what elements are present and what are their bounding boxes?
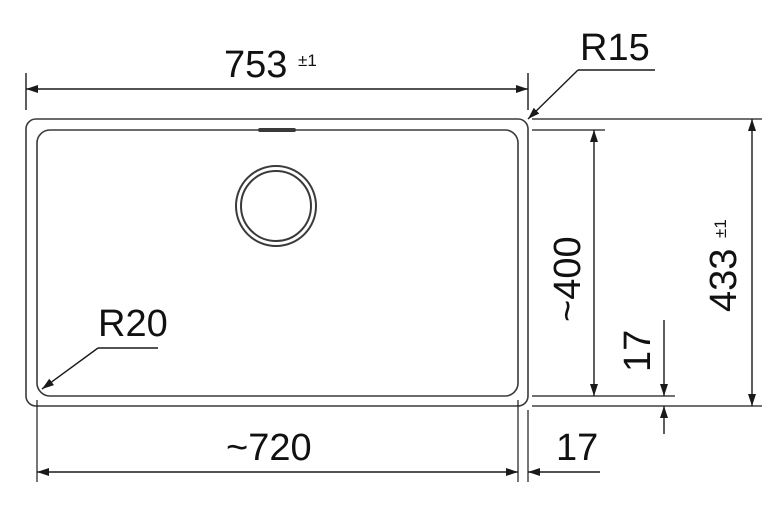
overall-width-tolerance: ±1 (298, 51, 317, 70)
side-rim-value: 17 (556, 427, 598, 469)
inner-corner-radius-label: R20 (98, 303, 168, 345)
overall-height-value: 433 (703, 249, 745, 312)
bowl-height-dimension: ~400 (547, 130, 598, 396)
drain-icon (235, 165, 317, 247)
overflow-slot (258, 128, 296, 132)
bowl-width-value: ~720 (226, 427, 312, 469)
overall-height-tolerance: ±1 (711, 219, 730, 238)
bottom-rim-dimension: 17 (617, 320, 668, 434)
side-rim-dimension: 17 (528, 427, 600, 476)
inner-corner-radius-callout: R20 (41, 303, 168, 390)
bottom-rim-value: 17 (617, 330, 659, 372)
outer-corner-radius-callout: R15 (527, 27, 655, 120)
sink-bowl-outline (36, 129, 519, 397)
overall-width-value: 753 (224, 44, 287, 86)
bowl-width-dimension: ~720 (37, 427, 518, 476)
outer-corner-radius-label: R15 (580, 27, 650, 69)
sink-outer-outline (25, 118, 529, 407)
bowl-height-value: ~400 (547, 236, 589, 322)
overall-width-dimension: 753 ±1 (25, 44, 529, 110)
overall-height-dimension: 433 ±1 (703, 119, 756, 406)
